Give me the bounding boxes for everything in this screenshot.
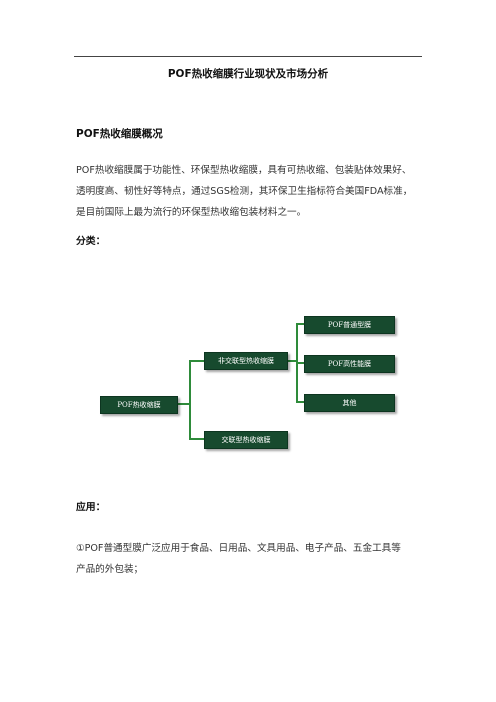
application-paragraph: ①POF普通型膜广泛应用于食品、日用品、文具用品、电子产品、五金工具等 产品的外… — [76, 538, 426, 580]
connector-to-leaf-3 — [296, 401, 305, 403]
section-heading: POF热收缩膜概况 — [76, 128, 163, 140]
intro-paragraph: POF热收缩膜属于功能性、环保型热收缩膜，具有可热收缩、包装贴体效果好、 透明度… — [76, 160, 426, 223]
header-rule — [74, 56, 422, 57]
connector-to-leaf-1 — [296, 323, 305, 325]
node-root: POF热收缩膜 — [100, 396, 178, 414]
classification-label: 分类： — [76, 236, 106, 247]
node-leaf-2: POF高性能膜 — [304, 355, 395, 373]
connector-root-vertical — [189, 360, 191, 440]
node-branch-a: 非交联型热收缩膜 — [204, 352, 288, 370]
intro-line: 透明度高、韧性好等特点，通过SGS检测，其环保卫生指标符合美国FDA标准， — [76, 186, 413, 197]
application-line: 产品的外包装； — [76, 564, 144, 575]
connector-to-leaf-2 — [296, 362, 305, 364]
intro-line: POF热收缩膜属于功能性、环保型热收缩膜，具有可热收缩、包装贴体效果好、 — [76, 165, 412, 176]
connector-root-trunk — [176, 403, 190, 405]
application-line: ①POF普通型膜广泛应用于食品、日用品、文具用品、电子产品、五金工具等 — [76, 543, 401, 554]
document-title: POF热收缩膜行业现状及市场分析 — [167, 68, 329, 80]
application-label: 应用： — [76, 502, 106, 513]
connector-to-branch-b — [189, 438, 205, 440]
node-leaf-1: POF普通型膜 — [304, 316, 395, 334]
classification-diagram: POF热收缩膜 非交联型热收缩膜 交联型热收缩膜 POF普通型膜 POF高性能膜… — [96, 314, 396, 456]
connector-branch-a-out — [286, 360, 297, 362]
connector-to-branch-a — [189, 360, 205, 362]
intro-line: 是目前国际上最为流行的环保型热收缩包装材料之一。 — [76, 207, 307, 218]
node-leaf-3: 其他 — [304, 394, 395, 412]
node-branch-b: 交联型热收缩膜 — [204, 431, 288, 449]
